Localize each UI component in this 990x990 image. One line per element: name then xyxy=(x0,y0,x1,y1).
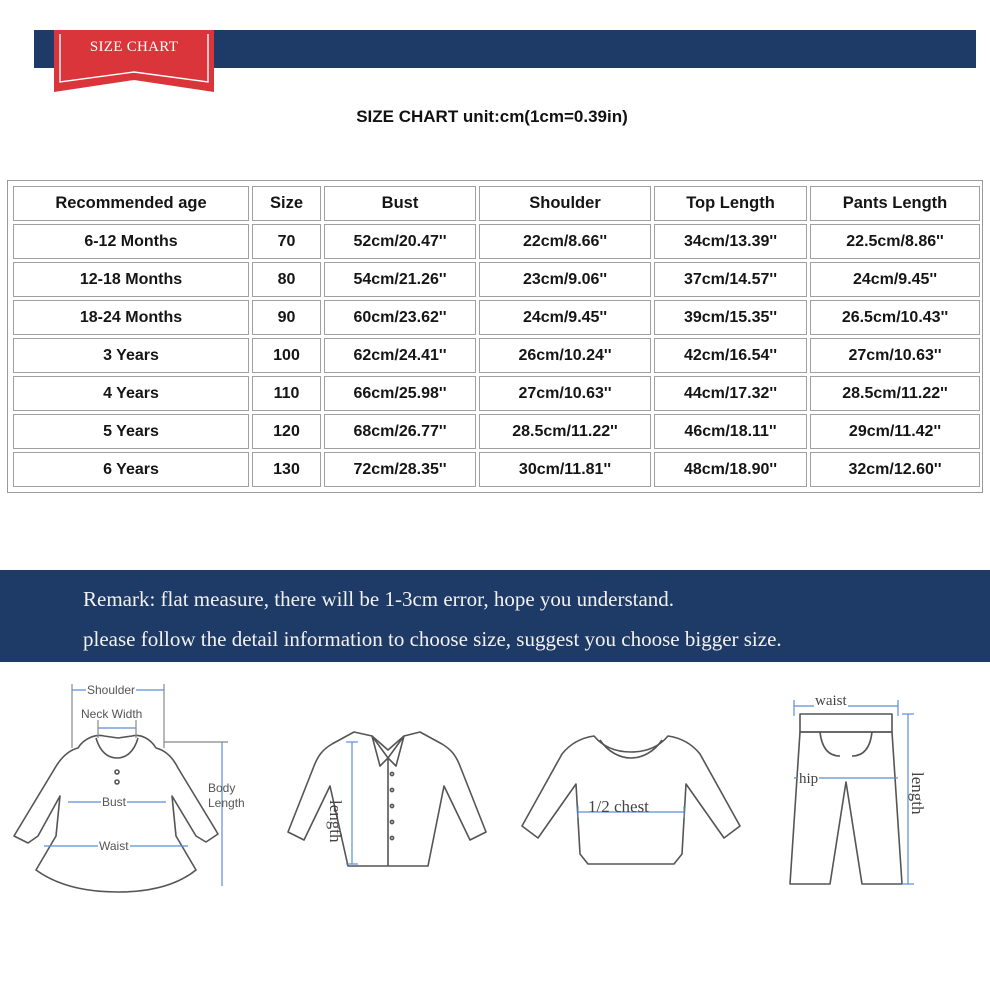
cell-shoulder: 24cm/9.45'' xyxy=(479,300,651,335)
remark-line-2: please follow the detail information to … xyxy=(83,627,782,651)
cell-age: 18-24 Months xyxy=(13,300,249,335)
table-row: 18-24 Months 90 60cm/23.62'' 24cm/9.45''… xyxy=(13,300,980,335)
cell-top-length: 37cm/14.57'' xyxy=(654,262,807,297)
pants-measure-diagram: waist hip length xyxy=(780,692,930,892)
cell-size: 120 xyxy=(252,414,321,449)
size-chart-ribbon: SIZE CHART xyxy=(54,30,214,92)
pants-waist-label: waist xyxy=(814,693,848,709)
cell-pants-length: 32cm/12.60'' xyxy=(810,452,980,487)
cell-shoulder: 28.5cm/11.22'' xyxy=(479,414,651,449)
cell-age: 12-18 Months xyxy=(13,262,249,297)
cell-shoulder: 30cm/11.81'' xyxy=(479,452,651,487)
cell-age: 6 Years xyxy=(13,452,249,487)
header-age: Recommended age xyxy=(13,186,249,221)
table-row: 6-12 Months 70 52cm/20.47'' 22cm/8.66'' … xyxy=(13,224,980,259)
cell-bust: 54cm/21.26'' xyxy=(324,262,476,297)
table-header-row: Recommended age Size Bust Shoulder Top L… xyxy=(13,186,980,221)
dress-measure-diagram: Shoulder Neck Width Bust Waist Body Leng… xyxy=(0,676,260,901)
cell-top-length: 34cm/13.39'' xyxy=(654,224,807,259)
header-size: Size xyxy=(252,186,321,221)
cell-age: 6-12 Months xyxy=(13,224,249,259)
remark-line-1: Remark: flat measure, there will be 1-3c… xyxy=(83,587,675,611)
cell-bust: 66cm/25.98'' xyxy=(324,376,476,411)
dress-shoulder-label: Shoulder xyxy=(86,683,137,697)
header-top-length: Top Length xyxy=(654,186,807,221)
cell-age: 3 Years xyxy=(13,338,249,373)
chart-title: SIZE CHART unit:cm(1cm=0.39in) xyxy=(356,107,628,126)
pants-length-label: length xyxy=(908,772,927,815)
shirt-sketch xyxy=(287,731,487,867)
cell-shoulder: 26cm/10.24'' xyxy=(479,338,651,373)
cell-size: 80 xyxy=(252,262,321,297)
header-pants-length: Pants Length xyxy=(810,186,980,221)
dress-neck-width-label: Neck Width xyxy=(80,707,144,721)
cell-top-length: 48cm/18.90'' xyxy=(654,452,807,487)
cell-pants-length: 26.5cm/10.43'' xyxy=(810,300,980,335)
cell-top-length: 39cm/15.35'' xyxy=(654,300,807,335)
cell-size: 90 xyxy=(252,300,321,335)
header-bust: Bust xyxy=(324,186,476,221)
pants-hip-label: hip xyxy=(798,771,820,787)
cell-size: 70 xyxy=(252,224,321,259)
table-row: 5 Years 120 68cm/26.77'' 28.5cm/11.22'' … xyxy=(13,414,980,449)
cell-top-length: 42cm/16.54'' xyxy=(654,338,807,373)
cell-pants-length: 29cm/11.42'' xyxy=(810,414,980,449)
sweater-measure-diagram: 1/2 chest xyxy=(516,730,746,870)
cell-age: 5 Years xyxy=(13,414,249,449)
cell-pants-length: 28.5cm/11.22'' xyxy=(810,376,980,411)
cell-shoulder: 27cm/10.63'' xyxy=(479,376,651,411)
size-table-frame: Recommended age Size Bust Shoulder Top L… xyxy=(7,180,983,493)
dress-waist-label: Waist xyxy=(98,839,130,853)
shirt-length-label: length xyxy=(326,800,345,843)
cell-size: 100 xyxy=(252,338,321,373)
cell-size: 110 xyxy=(252,376,321,411)
table-row: 4 Years 110 66cm/25.98'' 27cm/10.63'' 44… xyxy=(13,376,980,411)
sweater-sketch xyxy=(521,735,741,865)
size-table: Recommended age Size Bust Shoulder Top L… xyxy=(10,183,983,490)
cell-size: 130 xyxy=(252,452,321,487)
cell-shoulder: 23cm/9.06'' xyxy=(479,262,651,297)
ribbon-label: SIZE CHART xyxy=(89,39,179,55)
cell-bust: 68cm/26.77'' xyxy=(324,414,476,449)
cell-age: 4 Years xyxy=(13,376,249,411)
header-shoulder: Shoulder xyxy=(479,186,651,221)
cell-shoulder: 22cm/8.66'' xyxy=(479,224,651,259)
dress-bust-label: Bust xyxy=(101,795,128,809)
table-row: 12-18 Months 80 54cm/21.26'' 23cm/9.06''… xyxy=(13,262,980,297)
ribbon-shape xyxy=(54,30,214,92)
cell-top-length: 44cm/17.32'' xyxy=(654,376,807,411)
shirt-measure-diagram: length xyxy=(282,722,497,872)
cell-top-length: 46cm/18.11'' xyxy=(654,414,807,449)
cell-pants-length: 22.5cm/8.86'' xyxy=(810,224,980,259)
cell-bust: 52cm/20.47'' xyxy=(324,224,476,259)
sweater-chest-label: 1/2 chest xyxy=(588,797,649,816)
cell-pants-length: 24cm/9.45'' xyxy=(810,262,980,297)
dress-body-length-label-2: Length xyxy=(208,796,245,810)
table-row: 6 Years 130 72cm/28.35'' 30cm/11.81'' 48… xyxy=(13,452,980,487)
cell-bust: 62cm/24.41'' xyxy=(324,338,476,373)
table-row: 3 Years 100 62cm/24.41'' 26cm/10.24'' 42… xyxy=(13,338,980,373)
pants-sketch xyxy=(789,700,914,885)
cell-pants-length: 27cm/10.63'' xyxy=(810,338,980,373)
remark-banner xyxy=(0,570,990,662)
cell-bust: 60cm/23.62'' xyxy=(324,300,476,335)
cell-bust: 72cm/28.35'' xyxy=(324,452,476,487)
dress-body-length-label-1: Body xyxy=(208,781,236,795)
